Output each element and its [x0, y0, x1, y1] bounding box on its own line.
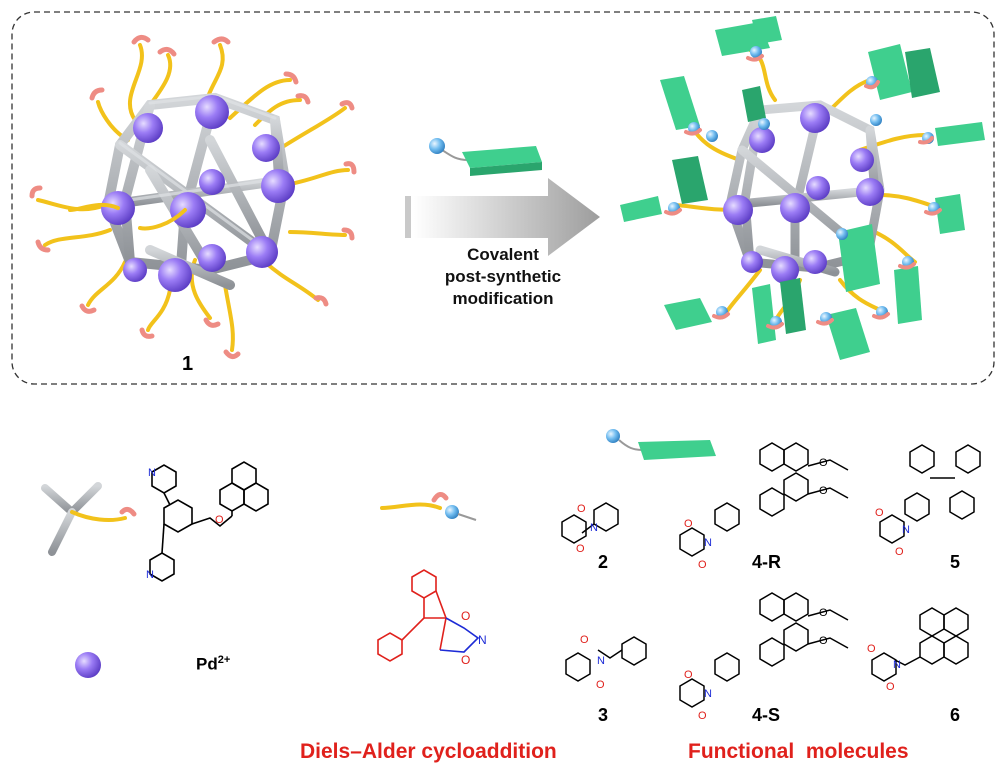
modified-cage-icon [620, 16, 985, 360]
ligand-structure: N N O [146, 461, 269, 582]
functional-reagent-icon [606, 429, 716, 460]
reaction-arrow-icon [405, 178, 600, 256]
svg-text:N: N [148, 467, 156, 479]
arrow-text-line3: modification [452, 289, 554, 308]
svg-text:O: O [875, 507, 884, 519]
arrow-text-line1: Covalent [467, 245, 539, 264]
svg-text:N: N [590, 522, 598, 534]
compound-label-3: 3 [598, 705, 609, 725]
diels-alder-adduct-structure: N O O [377, 569, 487, 667]
compound-structures [561, 442, 981, 708]
svg-text:O: O [819, 457, 828, 469]
caption-diels-alder: Diels–Alder cycloaddition [300, 740, 557, 763]
compound-label-5: 5 [950, 552, 961, 572]
svg-text:O: O [819, 485, 828, 497]
top-panel-border [11, 11, 995, 385]
compound-label-2: 2 [598, 552, 609, 572]
caption-functional-molecules: Functional molecules [688, 740, 909, 763]
svg-text:O: O [819, 607, 828, 619]
pd-label: Pd2+ [196, 654, 230, 675]
svg-text:O: O [215, 514, 224, 526]
svg-text:O: O [684, 669, 693, 681]
pd-charge: 2+ [217, 654, 231, 666]
svg-text:O: O [867, 643, 876, 655]
svg-text:O: O [576, 543, 585, 555]
cage-icon [29, 34, 357, 360]
maleimide-reagent-icon [429, 138, 542, 176]
svg-text:O: O [596, 679, 605, 691]
svg-text:N: N [597, 655, 605, 667]
arrow-text-line2: post-synthetic [444, 267, 562, 286]
svg-text:O: O [886, 681, 895, 693]
svg-text:N: N [146, 569, 154, 581]
svg-text:O: O [580, 634, 589, 646]
ligand-fragment-icon [41, 482, 137, 556]
compound-label-6: 6 [950, 705, 961, 725]
reaction-arrow-label: Covalent post-synthetic modification [418, 244, 588, 310]
svg-text:O: O [698, 559, 707, 571]
pd-symbol: Pd [196, 654, 218, 674]
svg-text:O: O [895, 546, 904, 558]
svg-text:O: O [698, 710, 707, 722]
pd-sphere-icon [75, 652, 101, 678]
svg-text:O: O [684, 518, 693, 530]
cage-label: 1 [182, 353, 194, 375]
diels-alder-adduct-icon [380, 492, 477, 521]
svg-text:N: N [704, 537, 712, 549]
svg-text:N: N [893, 659, 901, 671]
compound-label-4s: 4-S [752, 705, 781, 725]
svg-text:O: O [461, 653, 470, 667]
svg-text:O: O [461, 609, 470, 623]
svg-text:O: O [577, 503, 586, 515]
compound-label-4r: 4-R [752, 552, 782, 572]
svg-text:N: N [704, 688, 712, 700]
svg-text:N: N [902, 524, 910, 536]
heteroatom-labels: ONO ONO ONO ONO ONO ONO OO OO [576, 457, 910, 722]
svg-text:N: N [478, 633, 487, 647]
svg-text:O: O [819, 635, 828, 647]
